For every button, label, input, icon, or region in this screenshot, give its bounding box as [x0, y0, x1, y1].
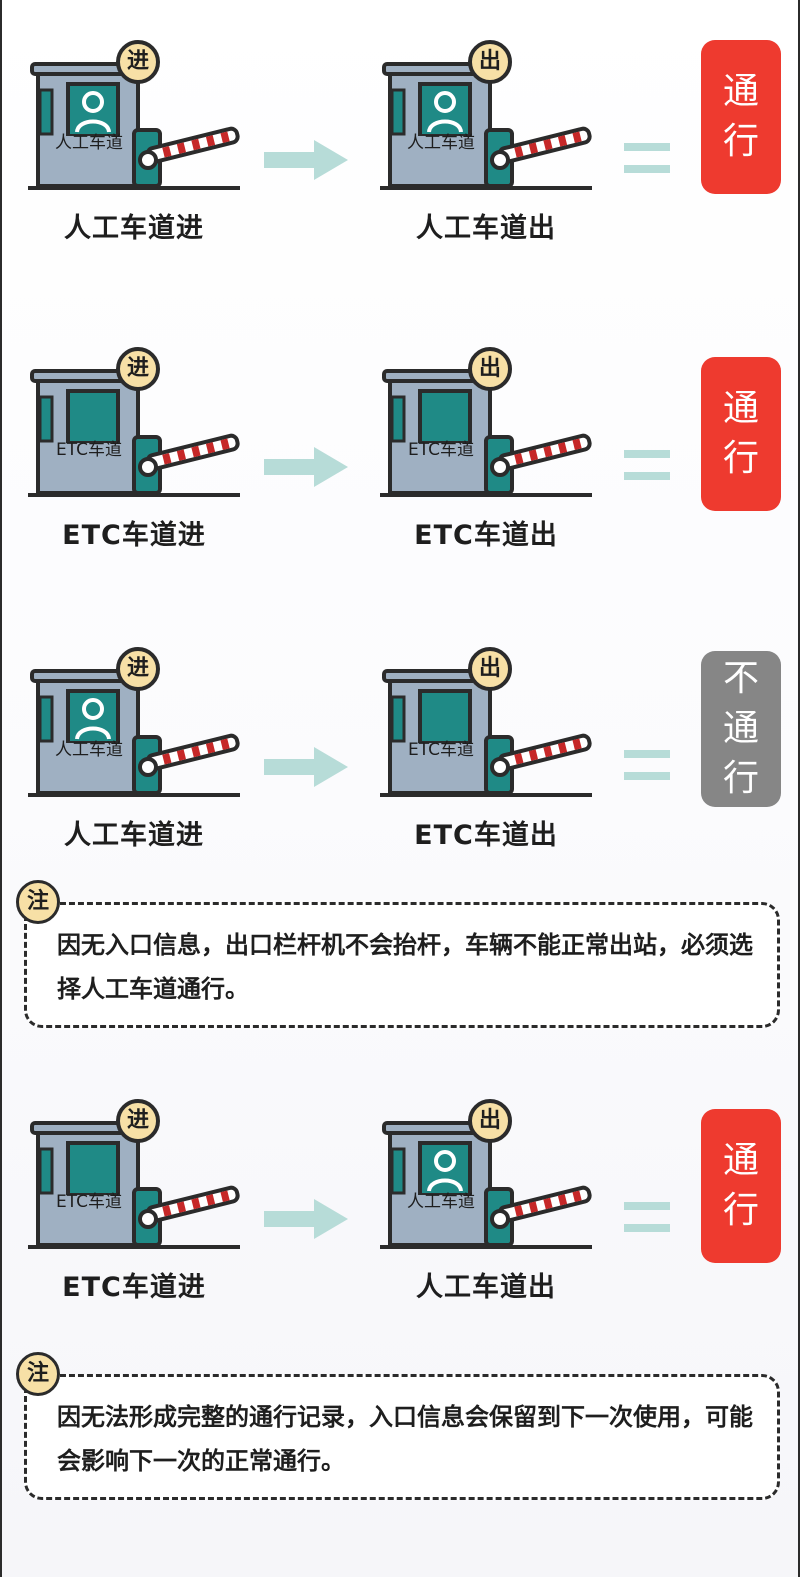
lane-label: 人工车道	[55, 740, 123, 760]
arrow-right-icon	[264, 447, 348, 487]
arrow-right-icon	[264, 140, 348, 180]
equals-icon	[624, 143, 670, 173]
flow-row-1: 人工车道 进 人工车道进 人工车道 出 人工车道出 通行	[2, 38, 800, 278]
exit-caption: ETC车道出	[414, 820, 558, 851]
note-box: 因无入口信息，出口栏杆机不会抬杆，车辆不能正常出站，必须选择人工车道通行。	[24, 902, 780, 1028]
lane-label: ETC车道	[408, 740, 474, 760]
toll-booth-icon	[28, 40, 240, 190]
entry-badge: 进	[126, 356, 149, 381]
toll-booth-icon	[380, 1099, 592, 1249]
note-badge: 注	[16, 1352, 60, 1396]
note-badge: 注	[16, 880, 60, 924]
exit-caption: 人工车道出	[416, 213, 556, 244]
lane-label: ETC车道	[56, 440, 122, 460]
exit-caption: ETC车道出	[414, 520, 558, 551]
arrow-right-icon	[264, 1199, 348, 1239]
result-text: 通行	[722, 1140, 759, 1231]
result-badge: 通行	[701, 40, 781, 194]
result-text: 不通行	[722, 658, 759, 799]
arrow-right-icon	[264, 747, 348, 787]
toll-booth-icon	[380, 647, 592, 797]
toll-booth-icon	[380, 347, 592, 497]
exit-badge: 出	[478, 356, 501, 381]
toll-booth-icon	[28, 347, 240, 497]
entry-booth: 人工车道 进	[28, 38, 253, 198]
equals-icon	[624, 450, 670, 480]
lane-label: ETC车道	[56, 1192, 122, 1212]
result-badge: 不通行	[701, 651, 781, 807]
exit-booth: 人工车道 出	[380, 38, 605, 198]
result-badge: 通行	[701, 1109, 781, 1263]
lane-label: 人工车道	[55, 133, 123, 153]
entry-booth: ETC车道 进	[28, 345, 253, 505]
exit-badge: 出	[478, 656, 501, 681]
entry-caption: 人工车道进	[64, 213, 204, 244]
exit-booth: ETC车道 出	[380, 345, 605, 505]
exit-caption: 人工车道出	[416, 1272, 556, 1303]
entry-caption: 人工车道进	[64, 820, 204, 851]
flow-row-4: ETC车道 进 ETC车道进 人工车道 出 人工车道出 通行	[2, 1097, 800, 1337]
entry-caption: ETC车道进	[62, 520, 206, 551]
exit-badge: 出	[478, 1108, 501, 1133]
note-text: 因无入口信息，出口栏杆机不会抬杆，车辆不能正常出站，必须选择人工车道通行。	[57, 931, 753, 1003]
entry-booth: 人工车道 进	[28, 645, 253, 805]
entry-booth: ETC车道 进	[28, 1097, 253, 1257]
entry-badge: 进	[126, 656, 149, 681]
result-text: 通行	[722, 388, 759, 479]
entry-badge: 进	[126, 1108, 149, 1133]
exit-badge: 出	[478, 49, 501, 74]
note-box: 因无法形成完整的通行记录，入口信息会保留到下一次使用，可能会影响下一次的正常通行…	[24, 1374, 780, 1500]
note-text: 因无法形成完整的通行记录，入口信息会保留到下一次使用，可能会影响下一次的正常通行…	[57, 1403, 753, 1475]
toll-booth-icon	[28, 1099, 240, 1249]
lane-label: 人工车道	[407, 133, 475, 153]
lane-label: ETC车道	[408, 440, 474, 460]
toll-booth-icon	[380, 40, 592, 190]
toll-booth-icon	[28, 647, 240, 797]
result-badge: 通行	[701, 357, 781, 511]
entry-caption: ETC车道进	[62, 1272, 206, 1303]
exit-booth: ETC车道 出	[380, 645, 605, 805]
flow-row-2: ETC车道 进 ETC车道进 ETC车道 出 ETC车道出 通行	[2, 345, 800, 585]
exit-booth: 人工车道 出	[380, 1097, 605, 1257]
equals-icon	[624, 1202, 670, 1232]
entry-badge: 进	[126, 49, 149, 74]
flow-row-3: 人工车道 进 人工车道进 ETC车道 出 ETC车道出 不通行	[2, 645, 800, 885]
result-text: 通行	[722, 71, 759, 162]
lane-label: 人工车道	[407, 1192, 475, 1212]
equals-icon	[624, 750, 670, 780]
